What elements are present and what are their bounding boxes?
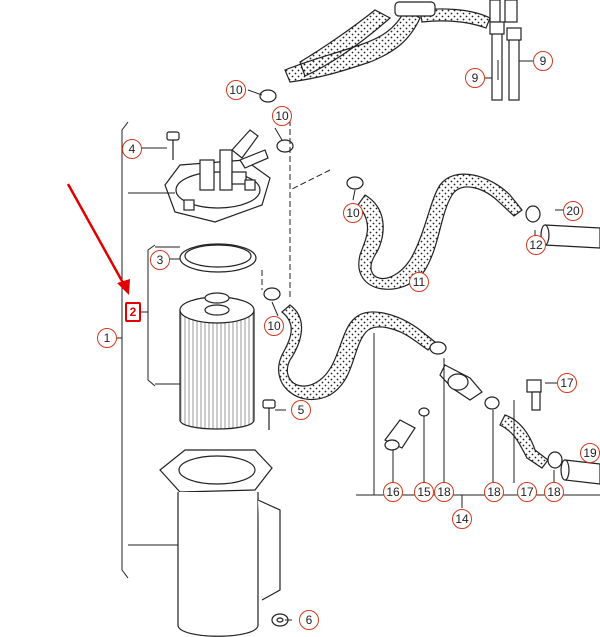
- highlight-arrow: [66, 183, 130, 295]
- pipes-9: [489, 21, 522, 101]
- parts-16-15-18: [384, 364, 483, 451]
- top-hoses: [284, 0, 518, 83]
- clamps: [259, 89, 563, 469]
- callout-4[interactable]: 4: [122, 139, 142, 159]
- callout-6[interactable]: 6: [299, 610, 319, 630]
- callout-10d[interactable]: 10: [264, 316, 284, 336]
- callout-12[interactable]: 12: [526, 235, 546, 255]
- pipe-20: [540, 224, 600, 249]
- callout-9a[interactable]: 9: [465, 68, 485, 88]
- callout-20[interactable]: 20: [563, 201, 583, 221]
- hose-short: [499, 414, 549, 469]
- callout-15[interactable]: 15: [414, 482, 434, 502]
- callout-18b[interactable]: 18: [484, 482, 504, 502]
- callout-19[interactable]: 19: [580, 443, 600, 463]
- filter-element-2: [179, 292, 255, 430]
- hose-11: [357, 173, 523, 290]
- callout-9b[interactable]: 9: [533, 51, 553, 71]
- filter-cover: [164, 129, 271, 223]
- callout-1[interactable]: 1: [97, 328, 117, 348]
- screw-4: [166, 131, 180, 160]
- hose-14: [278, 304, 436, 401]
- callout-11[interactable]: 11: [409, 272, 429, 292]
- callout-14[interactable]: 14: [452, 509, 472, 529]
- screw-5: [262, 399, 276, 430]
- callout-5[interactable]: 5: [291, 400, 311, 420]
- callout-17a[interactable]: 17: [557, 373, 577, 393]
- callout-18c[interactable]: 18: [544, 482, 564, 502]
- seal-ring-3: [179, 243, 257, 273]
- callout-2-highlighted[interactable]: 2: [125, 302, 141, 322]
- callout-17b[interactable]: 17: [517, 482, 537, 502]
- callout-10c[interactable]: 10: [343, 203, 363, 223]
- callout-10b[interactable]: 10: [272, 106, 292, 126]
- callout-10a[interactable]: 10: [226, 80, 246, 100]
- pipe-19: [560, 459, 600, 485]
- filter-housing-1: [159, 449, 281, 637]
- sensor-17: [526, 379, 542, 411]
- callout-3[interactable]: 3: [150, 250, 170, 270]
- callout-18a[interactable]: 18: [434, 482, 454, 502]
- callout-16[interactable]: 16: [383, 482, 403, 502]
